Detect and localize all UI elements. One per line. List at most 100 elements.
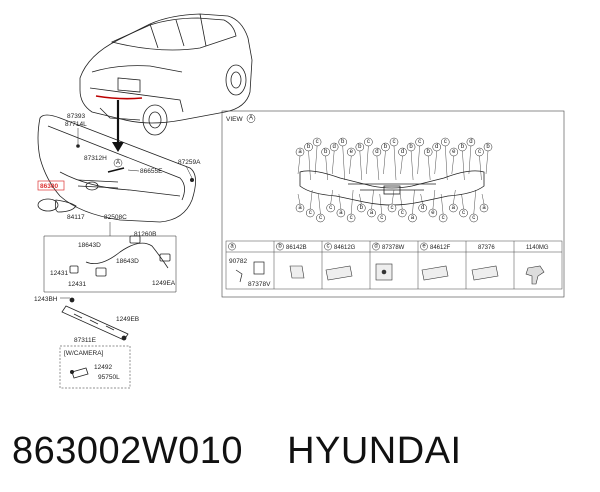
label-12431-b: 12431	[68, 281, 86, 288]
callout-circle	[346, 213, 356, 223]
callout-circle	[449, 147, 459, 157]
view-label: VIEW	[226, 116, 243, 123]
callout-leader	[371, 189, 374, 210]
label-87393: 87393	[67, 113, 85, 120]
callout-letter: c	[309, 210, 312, 216]
callout-leader	[393, 145, 397, 181]
rear-bumper	[37, 114, 196, 223]
callout-circle	[329, 142, 339, 152]
label-86300-highlighted: 86300	[40, 183, 58, 190]
clip-icon: A	[113, 158, 123, 168]
callout-letter: b	[360, 205, 364, 211]
callout-letter: c	[316, 139, 319, 145]
label-81260B: 81260B	[134, 231, 156, 238]
callout-leader	[473, 189, 476, 215]
label-90782: 90782	[229, 258, 247, 265]
callout-circle	[475, 147, 484, 157]
callout-leader	[308, 150, 311, 181]
label-95750L: 95750L	[98, 374, 120, 381]
callout-circle	[304, 142, 313, 152]
label-87378V: 87378V	[248, 281, 271, 288]
callout-letter: a	[370, 210, 374, 216]
callout-leader	[400, 193, 403, 210]
label-1249EA: 1249EA	[152, 280, 176, 287]
callout-leader	[427, 155, 431, 181]
callout-letter: c	[393, 139, 396, 145]
label-1249EB: 1249EB	[116, 316, 139, 323]
callout-circle	[381, 142, 390, 152]
callout-circle	[479, 203, 489, 213]
callout-circle	[367, 208, 376, 218]
callout-circle	[347, 147, 356, 157]
callout-letter: a	[298, 149, 302, 155]
callout-letter: d	[401, 149, 404, 155]
callout-leader	[379, 193, 382, 215]
label-84117: 84117	[67, 214, 85, 221]
table-header-letter: e	[422, 244, 426, 250]
label-1243BH: 1243BH	[34, 296, 58, 303]
callout-letter: c	[329, 205, 332, 211]
callout-letter: c	[319, 215, 322, 221]
callout-letter: a	[452, 205, 456, 211]
callout-circle	[355, 142, 365, 152]
callout-circle	[483, 142, 493, 152]
clip-icon-a	[235, 261, 265, 283]
callout-letter: c	[350, 215, 353, 221]
camera-part	[70, 367, 89, 379]
callout-letter: c	[478, 149, 481, 155]
callout-leader	[461, 193, 464, 210]
callout-leader	[359, 150, 363, 181]
brand-name: HYUNDAI	[287, 430, 462, 472]
callout-letter: d	[469, 139, 472, 145]
callout-leader	[462, 150, 465, 181]
callout-leader	[359, 193, 362, 205]
table-header-letter: c	[327, 244, 330, 250]
callout-circle	[438, 213, 448, 223]
callout-leader	[479, 155, 482, 181]
callout-letter: b	[409, 144, 413, 150]
clip-icon-c	[325, 265, 353, 281]
callout-letter: b	[324, 149, 328, 155]
table-header-code: 87378W	[382, 245, 405, 251]
clip-icon-f	[471, 265, 499, 281]
callout-leader	[297, 193, 301, 205]
callout-letter: d	[421, 205, 424, 211]
clip-icon-d	[375, 263, 393, 281]
parts-diagram: 87393 87714L 87312H A 86655E 87259A 8630…	[34, 13, 565, 389]
callout-circle	[406, 142, 416, 152]
table-header-circle	[420, 242, 428, 251]
wiring-harness	[69, 235, 171, 277]
callout-leader	[451, 155, 455, 175]
callout-circle	[432, 142, 441, 152]
callout-leader	[331, 150, 335, 175]
lamp-bracket	[61, 297, 129, 341]
table-header-circle	[276, 242, 284, 251]
table-header-letter: b	[278, 244, 282, 250]
callout-leader	[330, 189, 333, 205]
callout-circle	[441, 137, 450, 147]
callout-circle	[459, 208, 468, 218]
label-87312H: 87312H	[84, 155, 107, 162]
callout-circle	[398, 147, 407, 157]
part-number: 863002W010	[12, 430, 244, 472]
callout-letter: a	[339, 210, 343, 216]
callout-circle	[469, 213, 479, 223]
view-letter: A	[249, 116, 253, 122]
callout-circle	[295, 147, 305, 157]
callout-circle	[397, 208, 407, 218]
callout-letter: a	[482, 205, 486, 211]
callout-circle	[428, 208, 438, 218]
table-header-code: 1140MG	[526, 245, 549, 251]
callout-leader	[349, 155, 352, 175]
table-header-code: 86142B	[286, 245, 307, 251]
table-header-letter: a	[230, 244, 234, 250]
callout-letter: d	[375, 149, 378, 155]
suv-illustration	[79, 13, 253, 136]
label-18643D-b: 18643D	[116, 258, 139, 265]
callout-letter: b	[307, 144, 311, 150]
callout-circle	[377, 213, 387, 223]
label-82508C: 82508C	[104, 214, 127, 221]
callout-leader	[432, 189, 436, 210]
callout-leader	[434, 150, 437, 175]
callout-circle	[389, 137, 399, 147]
